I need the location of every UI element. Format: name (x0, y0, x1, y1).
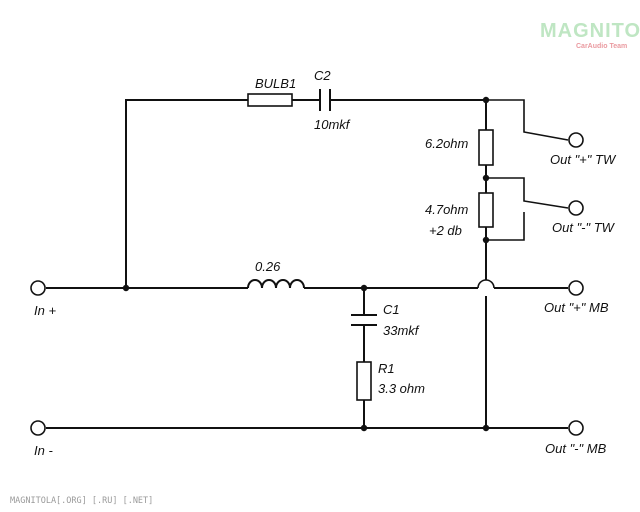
label-out-mb-plus: Out "+" MB (544, 300, 609, 315)
magnitola-logo: MAGNITOLA CarAudio Team (540, 20, 640, 50)
label-r-bottom: 4.7ohm (425, 202, 469, 217)
label-out-tw-plus: Out "+" TW (550, 152, 617, 167)
label-in-plus: In + (34, 303, 56, 318)
terminal-out-mb-minus (568, 420, 584, 436)
bulb-symbol (247, 93, 293, 107)
label-in-minus: In - (34, 443, 53, 458)
top-branch-wiring (125, 99, 569, 428)
junction-dots (122, 96, 490, 432)
label-out-mb-minus: Out "-" MB (545, 441, 607, 456)
label-bulb: BULB1 (255, 76, 296, 91)
resistor-4-7ohm-symbol (478, 192, 494, 228)
capacitor-c2-symbol (319, 89, 331, 111)
label-c1-value: 33mkf (383, 323, 420, 338)
logo-subtitle: CarAudio Team (576, 43, 627, 50)
label-r-top: 6.2ohm (425, 136, 469, 151)
terminal-in-minus (30, 420, 46, 436)
terminal-out-mb-plus (568, 280, 584, 296)
terminal-out-tw-minus (568, 200, 584, 216)
terminal-in-plus (30, 280, 46, 296)
label-out-tw-minus: Out "-" TW (552, 220, 616, 235)
label-c1-name: C1 (383, 302, 400, 317)
label-c2-name: C2 (314, 68, 331, 83)
capacitor-c1-symbol (351, 314, 377, 326)
label-r-bottom-note: +2 db (429, 223, 462, 238)
footer-text: MAGNITOLA[.ORG] [.RU] [.NET] (10, 496, 153, 506)
label-r1-value: 3.3 ohm (378, 381, 425, 396)
resistor-6-2ohm-symbol (478, 129, 494, 166)
label-r1-name: R1 (378, 361, 395, 376)
main-line-wiring (46, 279, 568, 429)
resistor-r1-symbol (356, 361, 372, 401)
terminal-out-tw-plus (568, 132, 584, 148)
label-inductor: 0.26 (255, 259, 281, 274)
inductor-symbol (247, 279, 305, 289)
logo-text: MAGNITOLA (540, 20, 640, 42)
label-c2-value: 10mkf (314, 117, 351, 132)
